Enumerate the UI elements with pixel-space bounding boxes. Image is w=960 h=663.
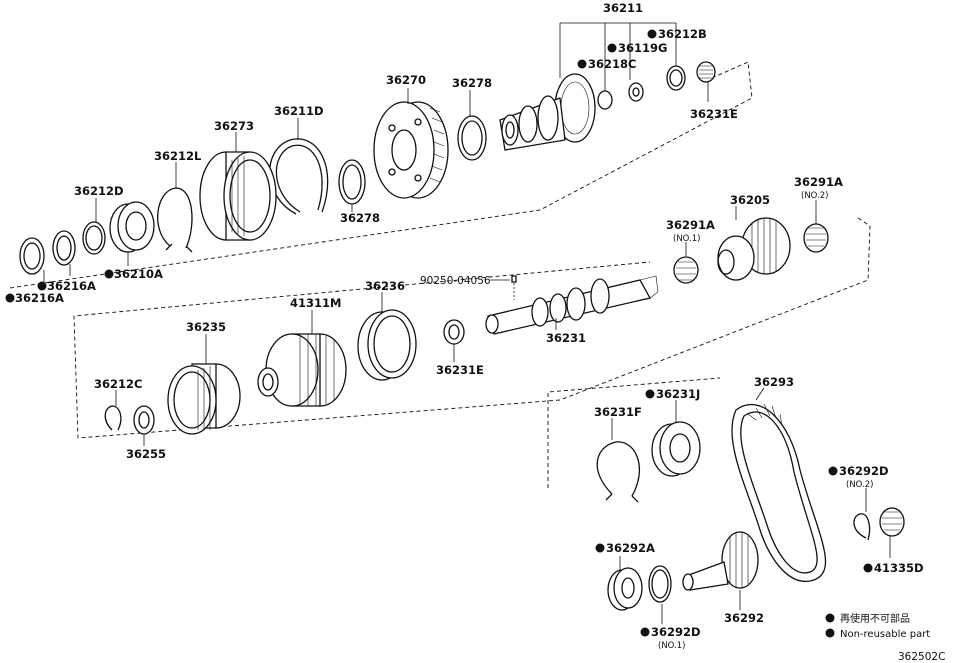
non-reusable-mark: [5, 293, 15, 303]
part-36212C-snap-ring: [104, 405, 122, 431]
label-leaders: [43, 88, 891, 624]
label-36291A-no1: 36291A: [666, 218, 715, 232]
part-36216A-washer-b: [19, 237, 45, 275]
label-36210A: 36210A: [114, 267, 163, 281]
part-90250-04056-bolt: [511, 275, 517, 300]
non-reusable-mark: [104, 269, 114, 279]
legend: 再使用不可部品 Non-reusable part: [825, 612, 930, 640]
label-36231E-mid: 36231E: [436, 363, 484, 377]
label-36235: 36235: [186, 320, 226, 334]
label-36278-a: 36278: [452, 76, 492, 90]
part-36278-b: [338, 159, 366, 205]
part-36119G: [628, 82, 644, 102]
non-reusable-mark: [647, 29, 657, 39]
label-36255: 36255: [126, 447, 166, 461]
part-36293-chain: [731, 403, 827, 583]
label-36273: 36273: [214, 119, 254, 133]
part-36212D-ring: [82, 221, 106, 255]
non-reusable-mark: [595, 543, 605, 553]
part-36211D-snap-ring: [269, 138, 329, 215]
part-36216A-washer-a: [52, 230, 76, 266]
group-outlines: [9, 61, 871, 488]
part-36211-carrier: [499, 73, 596, 151]
part-labels: 36211 36212B 36119G 36218C 36231E 36270 …: [5, 1, 924, 651]
label-41311M: 41311M: [290, 296, 341, 310]
non-reusable-mark: [640, 627, 650, 637]
label-36212L: 36212L: [154, 149, 202, 163]
part-36278-a: [457, 115, 487, 161]
label-36216A-a: 36216A: [47, 279, 96, 293]
part-36235-hub: [167, 363, 241, 435]
part-36255-bearing: [133, 405, 155, 435]
part-36231F-snap-ring: [596, 441, 641, 503]
part-36291A-no2-bearing: [803, 223, 829, 253]
label-36278-b: 36278: [340, 211, 380, 225]
label-41335D: 41335D: [874, 561, 924, 575]
label-36292A: 36292A: [606, 541, 655, 555]
part-36292-sprocket: [682, 531, 759, 591]
part-36231J-bearing: [651, 421, 701, 477]
diagram-code: 362502C: [898, 651, 945, 663]
label-36218C: 36218C: [588, 57, 636, 71]
part-36231-main-shaft: [485, 275, 659, 335]
label-36292D-no1: 36292D: [651, 625, 701, 639]
label-36291A-no1-sub: (NO.1): [673, 234, 700, 244]
legend-jp: 再使用不可部品: [840, 612, 910, 625]
label-36205: 36205: [730, 193, 770, 207]
legend-dot-en: [825, 628, 835, 638]
non-reusable-mark: [37, 281, 47, 291]
part-36273-ring-gear: [199, 151, 277, 241]
label-36236: 36236: [365, 279, 405, 293]
label-36231E-top: 36231E: [690, 107, 738, 121]
legend-en: Non-reusable part: [840, 629, 930, 640]
non-reusable-mark: [577, 59, 587, 69]
part-36292D-no1-ring: [648, 565, 672, 603]
part-36212B: [666, 65, 686, 91]
part-36212L-snap-ring: [157, 187, 193, 253]
label-36212D: 36212D: [74, 184, 124, 198]
part-41311M-sleeve: [257, 333, 347, 407]
label-36212B: 36212B: [658, 27, 707, 41]
label-36292D-no2: 36292D: [839, 464, 889, 478]
part-36292A-bearing: [607, 567, 643, 611]
part-41335D-bearing: [879, 507, 905, 537]
non-reusable-mark: [607, 43, 617, 53]
label-36211D: 36211D: [274, 104, 324, 118]
label-36291A-no2: 36291A: [794, 175, 843, 189]
part-36291A-no1-bearing: [673, 256, 699, 284]
part-36292D-no2-ring: [853, 513, 871, 541]
label-36231: 36231: [546, 331, 586, 345]
label-90250-04056: 90250-04056: [420, 275, 491, 287]
label-36231J: 36231J: [656, 387, 700, 401]
non-reusable-mark: [645, 389, 655, 399]
label-36270: 36270: [386, 73, 426, 87]
legend-dot-jp: [825, 613, 835, 623]
part-36218C: [597, 90, 613, 110]
label-36292: 36292: [724, 611, 764, 625]
label-36291A-no2-sub: (NO.2): [801, 191, 828, 201]
label-36293: 36293: [754, 375, 794, 389]
label-36231F: 36231F: [594, 405, 642, 419]
part-36205-gear: [717, 217, 791, 281]
part-36210A-bearing: [109, 201, 155, 253]
label-36211: 36211: [603, 1, 643, 15]
leader-lines-top: [559, 22, 709, 102]
non-reusable-mark: [828, 466, 838, 476]
label-36216A-b: 36216A: [15, 291, 64, 305]
non-reusable-mark: [863, 563, 873, 573]
label-36292D-no1-sub: (NO.1): [658, 641, 685, 651]
part-36231E-top: [696, 61, 716, 83]
part-36236-drum: [357, 309, 417, 381]
label-36292D-no2-sub: (NO.2): [846, 480, 873, 490]
part-36270-carrier: [373, 101, 449, 199]
label-36119G: 36119G: [618, 41, 667, 55]
part-36231E-mid: [443, 319, 465, 345]
label-36212C: 36212C: [94, 377, 142, 391]
